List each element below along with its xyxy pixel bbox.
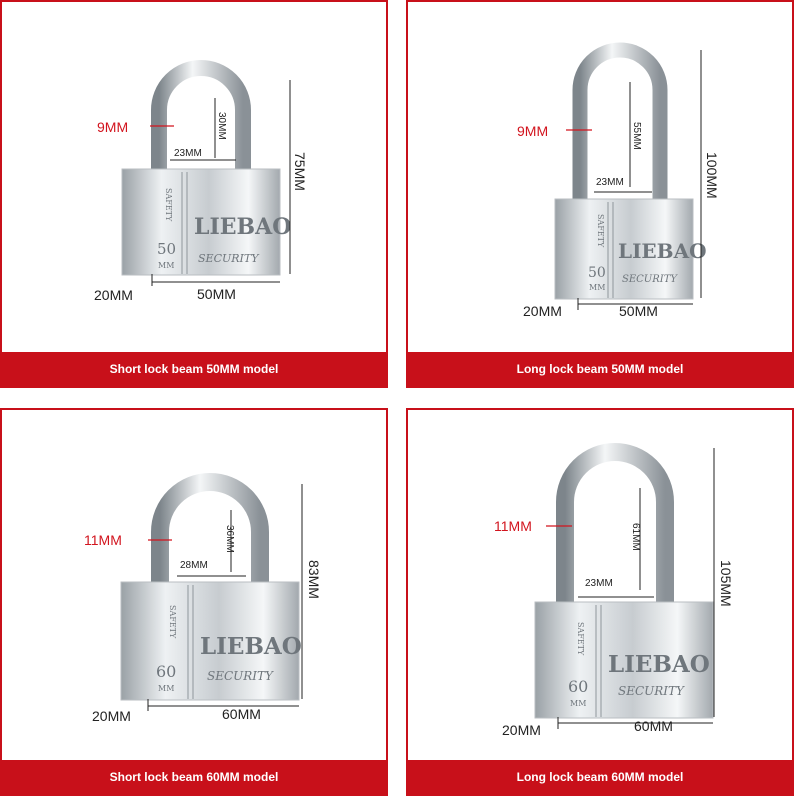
brand-engraving: LIEBAO <box>200 633 302 660</box>
size-engraving: 50 <box>157 240 176 258</box>
shackle-diameter-label: 9MM <box>97 119 129 135</box>
width-label: 50MM <box>619 303 658 319</box>
model-caption: Short lock beam 50MM model <box>2 352 386 386</box>
shackle-diameter-label: 11MM <box>494 518 532 534</box>
total-height-label: 83MM <box>306 560 322 599</box>
side-engraving: SAFETY <box>164 188 173 222</box>
product-panel-long-60: LIEBAO SECURITY 60 MM SAFETY 11MM 61MM 2… <box>406 408 794 796</box>
security-engraving: SECURITY <box>207 669 274 683</box>
padlock-image: LIEBAO SECURITY 60 MM SAFETY <box>534 443 715 729</box>
product-panel-long-50: LIEBAO SECURITY 50 MM SAFETY 9MM 55MM 23… <box>406 0 794 388</box>
brand-engraving: LIEBAO <box>194 214 291 240</box>
total-height-label: 100MM <box>704 152 720 199</box>
inner-width-label: 23MM <box>585 578 613 589</box>
thickness-label: 20MM <box>92 708 131 724</box>
size-unit-engraving: MM <box>589 283 605 292</box>
width-label: 50MM <box>197 286 236 302</box>
size-engraving: 60 <box>156 662 176 681</box>
thickness-label: 20MM <box>94 287 133 303</box>
width-label: 60MM <box>222 706 261 722</box>
total-height-label: 75MM <box>292 152 308 191</box>
security-engraving: SECURITY <box>618 684 685 698</box>
product-panel-short-50: LIEBAO SECURITY 50 MM SAFETY 9MM 30MM 23… <box>0 0 388 388</box>
padlock-image: LIEBAO SECURITY 50 MM SAFETY <box>121 60 291 286</box>
inner-height-label: 36MM <box>224 525 235 553</box>
inner-height-label: 30MM <box>216 112 227 140</box>
model-caption: Long lock beam 50MM model <box>408 352 792 386</box>
brand-engraving: LIEBAO <box>618 239 707 263</box>
shackle-diameter-label: 11MM <box>84 532 122 548</box>
inner-width-label: 23MM <box>596 177 624 188</box>
size-engraving: 60 <box>568 677 588 696</box>
size-unit-engraving: MM <box>158 684 174 693</box>
padlock-image: LIEBAO SECURITY 50 MM SAFETY <box>554 42 707 310</box>
inner-width-label: 23MM <box>174 148 202 159</box>
brand-engraving: LIEBAO <box>608 651 710 678</box>
side-engraving: SAFETY <box>576 622 585 656</box>
shackle-diameter-label: 9MM <box>517 123 549 139</box>
side-engraving: SAFETY <box>168 605 177 639</box>
padlock-image: LIEBAO SECURITY 60 MM SAFETY <box>120 473 303 711</box>
width-label: 60MM <box>634 718 673 734</box>
security-engraving: SECURITY <box>198 252 260 265</box>
security-engraving: SECURITY <box>622 274 678 285</box>
thickness-label: 20MM <box>523 303 562 319</box>
size-unit-engraving: MM <box>158 261 174 270</box>
product-panel-short-60: LIEBAO SECURITY 60 MM SAFETY 11MM 36MM 2… <box>0 408 388 796</box>
size-engraving: 50 <box>588 265 606 281</box>
total-height-label: 105MM <box>718 560 734 607</box>
model-caption: Short lock beam 60MM model <box>2 760 386 794</box>
model-caption: Long lock beam 60MM model <box>408 760 792 794</box>
side-engraving: SAFETY <box>596 214 605 248</box>
thickness-label: 20MM <box>502 722 541 738</box>
inner-width-label: 28MM <box>180 560 208 571</box>
size-unit-engraving: MM <box>570 699 586 708</box>
inner-height-label: 55MM <box>631 122 642 150</box>
inner-height-label: 61MM <box>630 523 641 551</box>
